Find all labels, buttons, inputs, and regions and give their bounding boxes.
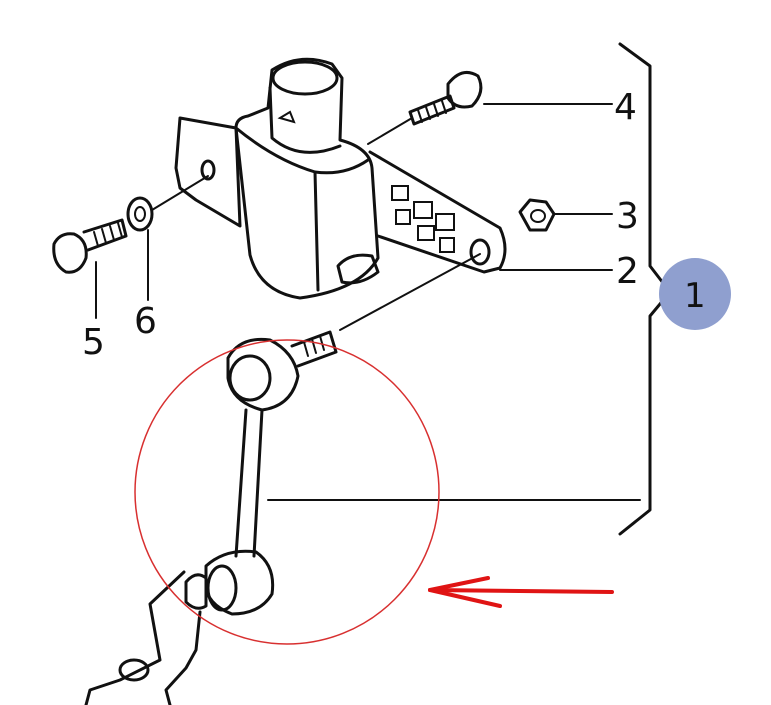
callout-badge [659,258,731,330]
callout-5: 5 [82,322,105,363]
nut-3 [518,198,556,232]
callout-6: 6 [134,301,157,342]
sensor-housing [234,57,380,300]
callout-4: 4 [614,87,637,128]
callout-2: 2 [616,251,639,292]
bolt-4 [408,70,483,126]
bolt-5 [52,218,128,274]
linkage-rod [84,330,338,705]
red-arrow [428,576,614,608]
washer-6 [126,196,154,232]
leader-lines [95,103,641,501]
highlight-circle [134,339,440,645]
mounting-bracket [174,116,507,274]
callout-1: 1 [684,276,706,316]
callout-3: 3 [616,196,639,237]
